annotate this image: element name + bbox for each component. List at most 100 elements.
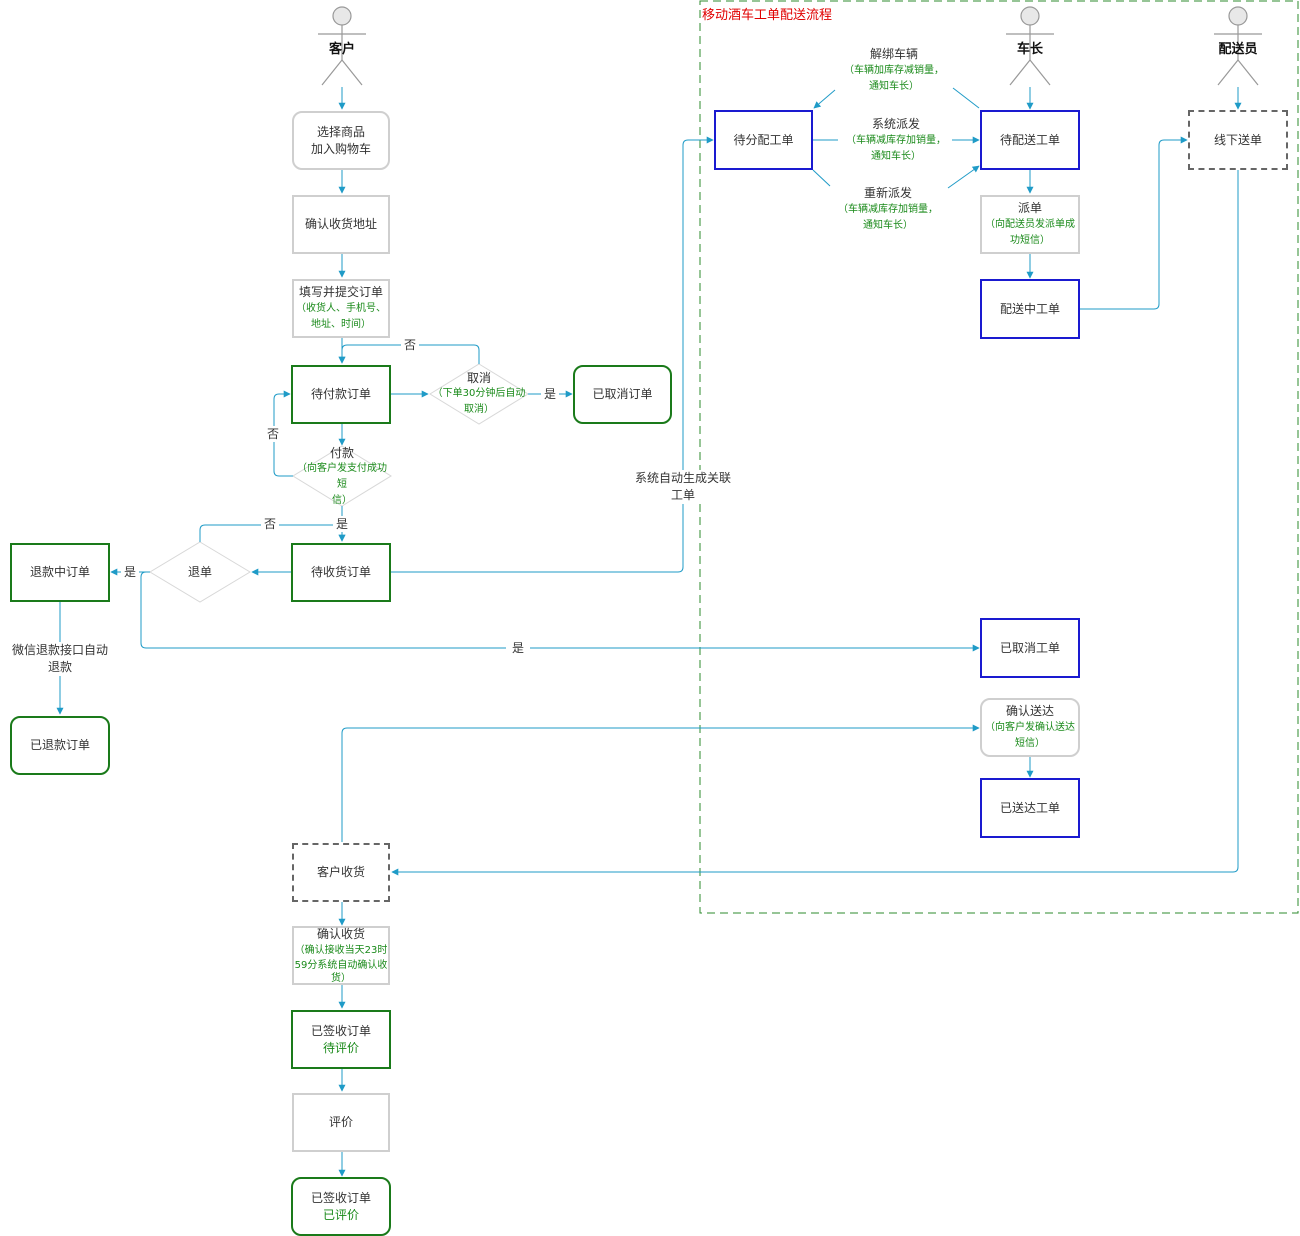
system-dispatch-title: 系统派发 bbox=[871, 117, 920, 131]
dispatch-note-line2: 功短信） bbox=[1010, 235, 1050, 246]
offline-delivery-node[interactable]: 线下送单 bbox=[1188, 110, 1288, 170]
pay-diamond-text[interactable]: 付款 （向客户发支付成功短 信） bbox=[293, 446, 391, 506]
refund-to-ticket-yes-label: 是 bbox=[506, 640, 530, 656]
unbind-label: 解绑车辆 （车辆加库存减销量， 通知车长） bbox=[834, 46, 954, 95]
refund-label: 退单 bbox=[187, 565, 212, 579]
redispatch-title: 重新派发 bbox=[863, 186, 912, 200]
refunding-order-label: 退款中订单 bbox=[29, 565, 90, 579]
pending-receipt-node[interactable]: 待收货订单 bbox=[291, 543, 391, 602]
signed-reviewed-status: 已评价 bbox=[322, 1207, 359, 1222]
refunded-order-node[interactable]: 已退款订单 bbox=[10, 716, 110, 775]
pending-assign-ticket-node[interactable]: 待分配工单 bbox=[714, 110, 813, 170]
cancel-diamond-text[interactable]: 取消 （下单30分钟后自动 取消） bbox=[430, 368, 528, 420]
wechat-refund-line1: 微信退款接口自动 bbox=[11, 643, 108, 657]
refund-yes-label: 是 bbox=[121, 564, 139, 580]
signed-pending-review-node[interactable]: 已签收订单 待评价 bbox=[291, 1010, 391, 1069]
confirm-receipt-note-line3: 货） bbox=[331, 973, 351, 984]
refund-no-label: 否 bbox=[261, 516, 279, 532]
cancelled-ticket-node[interactable]: 已取消工单 bbox=[980, 618, 1080, 678]
refund-diamond bbox=[149, 541, 251, 603]
pending-delivery-ticket-node[interactable]: 待配送工单 bbox=[980, 110, 1080, 170]
captain-actor-icon bbox=[1006, 6, 1054, 86]
pending-payment-label: 待付款订单 bbox=[310, 387, 371, 401]
delivery-process-frame bbox=[699, 0, 1299, 914]
confirm-receipt-node[interactable]: 确认收货 （确认接收当天23时 59分系统自动确认收 货） bbox=[292, 926, 390, 985]
redispatch-note-line2: 通知车长） bbox=[863, 220, 913, 231]
customer-receive-node[interactable]: 客户收货 bbox=[292, 843, 390, 902]
delivering-ticket-label: 配送中工单 bbox=[999, 301, 1060, 316]
redispatch-note-line1: （车辆减库存加销量， bbox=[838, 204, 938, 215]
signed-pending-review-status: 待评价 bbox=[322, 1040, 359, 1055]
cancel-diamond bbox=[429, 363, 529, 425]
cancelled-order-label: 已取消订单 bbox=[592, 387, 653, 401]
confirm-receipt-note-line1: （确认接收当天23时 bbox=[294, 945, 388, 956]
fill-order-note-line2: 地址、时间） bbox=[311, 319, 371, 330]
pay-note-line1: （向客户发支付成功短 bbox=[297, 463, 387, 490]
pay-yes-label: 是 bbox=[333, 516, 351, 532]
cancel-note-line2: 取消） bbox=[464, 404, 494, 415]
confirm-address-label: 确认收货地址 bbox=[304, 217, 377, 231]
refunding-order-node[interactable]: 退款中订单 bbox=[10, 543, 110, 602]
confirm-delivered-note-line2: 短信） bbox=[1015, 738, 1045, 749]
unbind-title: 解绑车辆 bbox=[869, 47, 918, 61]
confirm-delivered-node[interactable]: 确认送达 （向客户发确认送达 短信） bbox=[980, 698, 1080, 757]
fill-order-title: 填写并提交订单 bbox=[298, 285, 383, 299]
review-node[interactable]: 评价 bbox=[292, 1093, 390, 1152]
pending-payment-node[interactable]: 待付款订单 bbox=[291, 365, 391, 424]
pay-no-label: 否 bbox=[264, 426, 282, 442]
offline-delivery-label: 线下送单 bbox=[1213, 132, 1262, 147]
refunded-order-label: 已退款订单 bbox=[29, 738, 90, 752]
dispatch-title: 派单 bbox=[1017, 201, 1042, 215]
system-dispatch-note-line2: 通知车长） bbox=[871, 151, 921, 162]
delivered-ticket-node[interactable]: 已送达工单 bbox=[980, 778, 1080, 838]
delivering-ticket-node[interactable]: 配送中工单 bbox=[980, 279, 1080, 339]
unbind-note-line1: （车辆加库存减销量， bbox=[844, 65, 944, 76]
confirm-receipt-title: 确认收货 bbox=[316, 927, 365, 941]
select-goods-line1: 选择商品 bbox=[316, 124, 365, 139]
signed-pending-review-title: 已签收订单 bbox=[310, 1023, 371, 1038]
captain-actor-label: 车长 bbox=[1016, 42, 1043, 57]
confirm-address-node[interactable]: 确认收货地址 bbox=[292, 195, 390, 254]
unbind-note-line2: 通知车长） bbox=[869, 81, 919, 92]
confirm-delivered-note-line1: （向客户发确认送达 bbox=[985, 722, 1075, 733]
pending-receipt-label: 待收货订单 bbox=[310, 565, 371, 579]
wechat-refund-line2: 退款 bbox=[47, 660, 72, 674]
redispatch-label: 重新派发 （车辆减库存加销量， 通知车长） bbox=[828, 185, 948, 234]
cancel-note-line1: （下单30分钟后自动 bbox=[432, 388, 526, 399]
fill-order-note-line1: （收货人、手机号、 bbox=[296, 303, 386, 314]
pay-title: 付款 bbox=[329, 446, 354, 460]
courier-actor-icon bbox=[1214, 6, 1262, 86]
cancel-title: 取消 bbox=[466, 371, 491, 385]
confirm-receipt-note-line2: 59分系统自动确认收 bbox=[294, 960, 388, 971]
frame-title: 移动酒车工单配送流程 bbox=[702, 8, 833, 23]
confirm-delivered-title: 确认送达 bbox=[1005, 704, 1054, 718]
review-label: 评价 bbox=[328, 1115, 353, 1129]
select-goods-line2: 加入购物车 bbox=[310, 141, 371, 156]
wechat-refund-label: 微信退款接口自动 退款 bbox=[4, 642, 116, 676]
auto-generate-label: 系统自动生成关联 工单 bbox=[628, 470, 738, 504]
cancel-no-label: 否 bbox=[401, 337, 419, 353]
system-dispatch-note-line1: （车辆减库存加销量， bbox=[846, 135, 946, 146]
dispatch-note-line1: （向配送员发派单成 bbox=[985, 219, 1075, 230]
pending-assign-ticket-label: 待分配工单 bbox=[733, 132, 794, 147]
signed-reviewed-title: 已签收订单 bbox=[310, 1190, 371, 1205]
delivered-ticket-label: 已送达工单 bbox=[999, 800, 1060, 815]
courier-actor-label: 配送员 bbox=[1218, 42, 1258, 57]
fill-order-node[interactable]: 填写并提交订单 （收货人、手机号、 地址、时间） bbox=[292, 279, 390, 338]
auto-generate-line1: 系统自动生成关联 bbox=[634, 471, 731, 485]
refund-diamond-text[interactable]: 退单 bbox=[150, 562, 250, 582]
customer-receive-label: 客户收货 bbox=[316, 865, 365, 879]
pending-delivery-ticket-label: 待配送工单 bbox=[999, 132, 1060, 147]
customer-actor-icon bbox=[318, 6, 366, 86]
select-goods-node[interactable]: 选择商品 加入购物车 bbox=[292, 111, 390, 170]
auto-generate-line2: 工单 bbox=[670, 488, 695, 502]
cancel-yes-label: 是 bbox=[541, 386, 559, 402]
system-dispatch-label: 系统派发 （车辆减库存加销量， 通知车长） bbox=[836, 116, 956, 165]
dispatch-node[interactable]: 派单 （向配送员发派单成 功短信） bbox=[980, 195, 1080, 254]
customer-actor-label: 客户 bbox=[328, 42, 355, 57]
signed-reviewed-node[interactable]: 已签收订单 已评价 bbox=[291, 1177, 391, 1236]
pay-note-line2: 信） bbox=[332, 495, 352, 506]
cancelled-order-node[interactable]: 已取消订单 bbox=[573, 365, 672, 424]
cancelled-ticket-label: 已取消工单 bbox=[999, 640, 1060, 655]
